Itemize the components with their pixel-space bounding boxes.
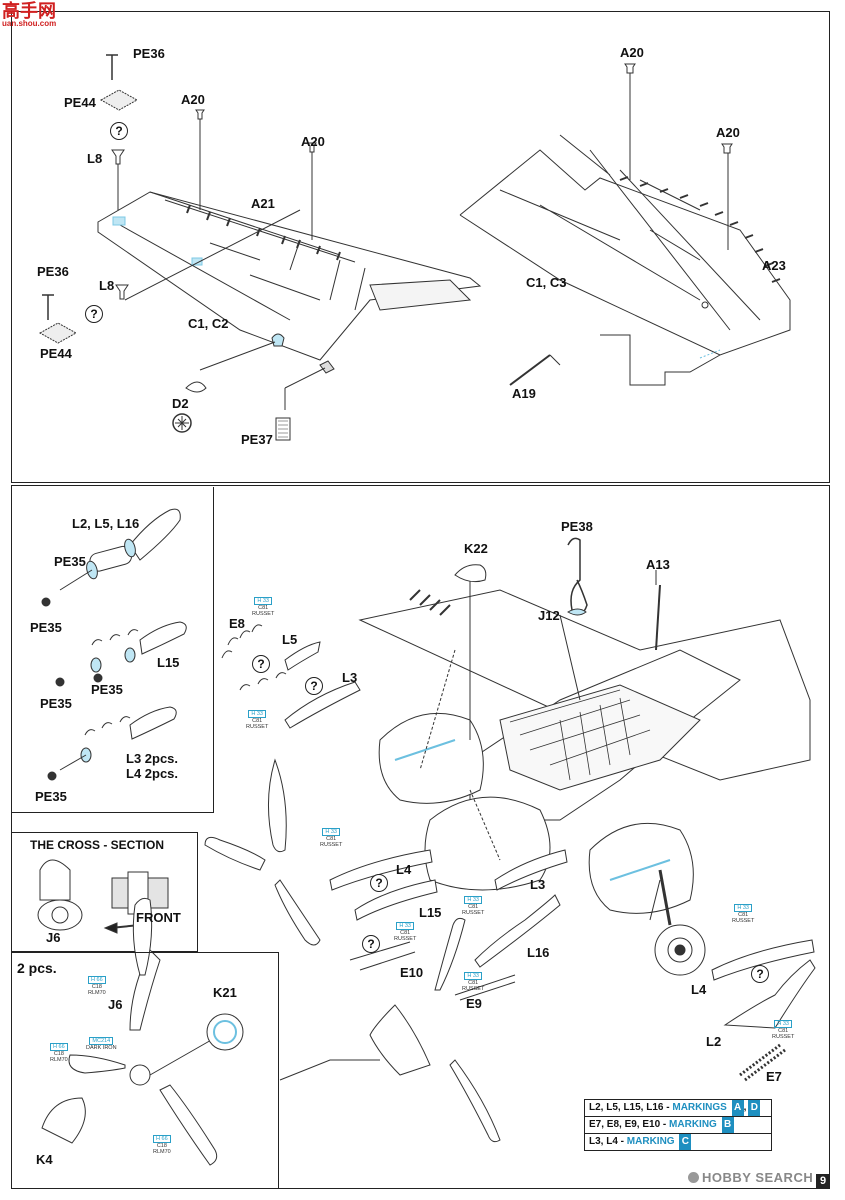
part-label: L2, L5, L16 — [72, 516, 140, 531]
part-label: A20 — [716, 125, 740, 140]
part-label: E9 — [466, 996, 482, 1011]
part-label: E10 — [400, 965, 424, 980]
part-label: J6 — [108, 997, 123, 1012]
part-label: A20 — [181, 92, 205, 107]
propeller-drawing — [41, 758, 501, 1166]
cross-section-panel — [11, 832, 198, 952]
part-label: PE35 — [35, 789, 67, 804]
part-label: K21 — [213, 985, 237, 1000]
part-label: A19 — [512, 386, 536, 401]
part-label: PE35 — [30, 620, 62, 635]
part-label: L8 — [87, 151, 103, 166]
right-wing-drawing — [459, 63, 791, 386]
part-label: PE44 — [40, 346, 72, 361]
front-label: FRONT — [136, 910, 181, 925]
question-mark-icon: ? — [305, 677, 323, 695]
part-label: C1, C3 — [526, 275, 567, 290]
question-mark-icon: ? — [110, 122, 128, 140]
part-label: E8 — [229, 616, 245, 631]
part-label: L8 — [99, 278, 115, 293]
question-mark-icon: ? — [370, 874, 388, 892]
part-label: PE35 — [54, 554, 86, 569]
exhaust-detail-panel — [11, 487, 214, 813]
part-label: L16 — [527, 945, 550, 960]
part-label: C1, C2 — [188, 316, 229, 331]
markings-legend: L2, L5, L15, L16 - MARKINGS A,D E7, E8, … — [584, 1099, 772, 1151]
part-label: L3 2pcs. — [126, 751, 179, 766]
part-label: K22 — [464, 541, 488, 556]
part-label: E7 — [766, 1069, 782, 1084]
aircraft-drawing — [358, 537, 811, 976]
part-label: A13 — [646, 557, 670, 572]
question-mark-icon: ? — [751, 965, 769, 983]
part-label: L5 — [282, 632, 298, 647]
part-label: PE35 — [91, 682, 123, 697]
legend-row: L2, L5, L15, L16 - MARKINGS A,D — [585, 1100, 771, 1117]
part-label: J6 — [46, 930, 61, 945]
part-label: A23 — [762, 258, 786, 273]
part-label: A20 — [620, 45, 644, 60]
wing-assembly-panel — [11, 11, 830, 483]
quantity-label: 2 pcs. — [17, 960, 57, 976]
part-label: L2 — [706, 1034, 722, 1049]
legend-row: E7, E8, E9, E10 - MARKING B — [585, 1117, 771, 1134]
question-mark-icon: ? — [252, 655, 270, 673]
part-label: L4 — [396, 862, 412, 877]
part-label: PE38 — [561, 519, 593, 534]
exhaust-parts-drawing — [221, 624, 816, 1082]
part-label: D2 — [172, 396, 189, 411]
part-label: L15 — [157, 655, 180, 670]
part-label: A21 — [251, 196, 275, 211]
part-label: PE36 — [133, 46, 165, 61]
question-mark-icon: ? — [362, 935, 380, 953]
part-label: PE44 — [64, 95, 96, 110]
watermark-logo: 高手网 uan.shou.com — [2, 1, 57, 28]
legend-row: L3, L4 - MARKING C — [585, 1134, 771, 1150]
part-label: L4 2pcs. — [126, 766, 179, 781]
left-wing-drawing — [38, 54, 482, 441]
part-label: J12 — [538, 608, 560, 623]
exhaust-detail-drawing — [41, 508, 187, 781]
part-label: PE37 — [241, 432, 273, 447]
part-label: L15 — [419, 905, 442, 920]
cross-section-title: THE CROSS - SECTION — [30, 838, 165, 852]
part-label: L4 — [691, 982, 707, 997]
part-label: A20 — [301, 134, 325, 149]
hobby-search-watermark: HOBBY SEARCH — [688, 1170, 813, 1185]
logo-icon — [688, 1172, 699, 1183]
part-label: L3 — [530, 877, 546, 892]
part-label: K4 — [36, 1152, 53, 1167]
part-label: PE35 — [40, 696, 72, 711]
page-number: 9 — [816, 1174, 830, 1189]
propeller-panel — [11, 952, 279, 1189]
part-label: PE36 — [37, 264, 69, 279]
question-mark-icon: ? — [85, 305, 103, 323]
part-label: L3 — [342, 670, 358, 685]
